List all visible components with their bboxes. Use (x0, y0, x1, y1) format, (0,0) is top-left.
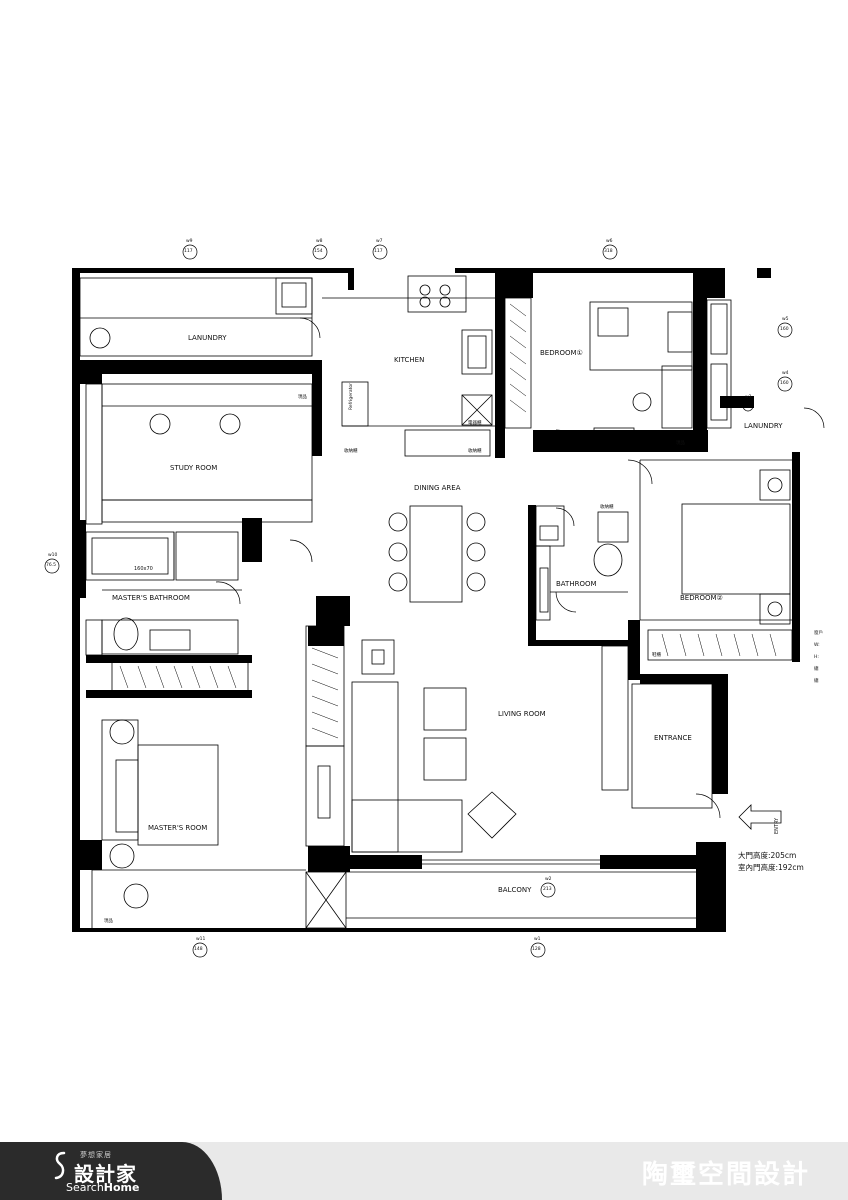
legend-line-5: 總 (814, 677, 819, 684)
label-entrance: ENTRANCE (654, 734, 692, 742)
inner-door-height-note: 室內門高度:192cm (738, 862, 804, 872)
window-w7-dim: 117 (374, 248, 383, 254)
door-notes: 大門高度:205cm 室內門高度:192cm 窗戶 W: H: 總 總 (738, 629, 823, 872)
label-kitchen: KITCHEN (394, 356, 424, 364)
floor-plan: LANUNDRY KITCHEN BEDROOM① LANUNDRY STUDY… (44, 238, 825, 958)
window-w2-dim: 213 (543, 886, 552, 892)
room-labels: LANUNDRY KITCHEN BEDROOM① LANUNDRY STUDY… (112, 334, 783, 894)
tag-storage-dining: 收納櫃 (468, 447, 482, 454)
window-w6-id: w6 (606, 238, 613, 244)
legend-line-3: H: (814, 654, 819, 660)
tag-appliance: 電器櫃 (468, 419, 482, 426)
label-living: LIVING ROOM (498, 710, 546, 718)
label-balcony: BALCONY (498, 886, 532, 894)
tag-storage-bath: 收納櫃 (600, 503, 614, 510)
label-masters-bathroom: MASTER'S BATHROOM (112, 594, 190, 602)
brand-name: 陶璽空間設計 (641, 1160, 810, 1190)
logo-subtitle: 夢想家居 (80, 1151, 112, 1159)
partitions (79, 275, 793, 929)
window-w4-dim: 160 (780, 380, 789, 386)
footer-bar: 夢想家居 設計家 SearchHome 陶璽空間設計 (0, 1142, 848, 1200)
tag-existing-study: 現品 (298, 394, 307, 400)
label-masters-room: MASTER'S ROOM (148, 824, 207, 832)
window-labels: w9 117 w8 154 w7 117 w6 318 w5 160 w4 16… (46, 238, 789, 952)
window-w8-id: w8 (316, 238, 323, 244)
fixture-labels: 160x70 Refrigerator ENTRY 現品 收納櫃 電器櫃 收納櫃… (104, 383, 780, 924)
window-w7-id: w7 (376, 238, 383, 244)
window-w11-id: w11 (196, 936, 206, 942)
window-w4-id: w4 (782, 370, 789, 376)
logo-en-home: Home (103, 1181, 140, 1194)
logo-en-s: S (66, 1181, 73, 1194)
window-w5-dim: 160 (780, 326, 789, 332)
window-w3-id: w3 (745, 394, 752, 400)
entry-label: ENTRY (774, 817, 780, 834)
window-w8-dim: 154 (314, 248, 323, 254)
logo-en-earch: earch (72, 1181, 104, 1194)
window-w9-dim: 117 (184, 248, 193, 254)
label-laundry-main: LANUNDRY (188, 334, 227, 342)
label-bedroom2: BEDROOM② (680, 594, 723, 602)
label-bathroom: BATHROOM (556, 580, 597, 588)
door-height-note: 大門高度:205cm (738, 850, 796, 860)
logo-s-icon (54, 1151, 66, 1180)
legend-line-1: 窗戶 (814, 629, 823, 636)
entry-arrow (738, 804, 782, 830)
window-w1-dim: 128 (532, 946, 541, 952)
label-laundry-side: LANUNDRY (744, 422, 783, 430)
window-w1-id: w1 (534, 936, 541, 942)
tub-size: 160x70 (134, 566, 153, 572)
legend-line-2: W: (814, 642, 820, 648)
window-w10-dim: 76.5 (46, 562, 56, 568)
door-swings (215, 317, 825, 819)
label-dining: DINING AREA (414, 484, 461, 492)
window-w10-id: w10 (48, 552, 58, 558)
window-w9-id: w9 (186, 238, 193, 244)
logo-english: SearchHome (66, 1181, 139, 1194)
window-w6-dim: 318 (604, 248, 613, 254)
window-w5-id: w5 (782, 316, 789, 322)
window-markers (44, 244, 793, 958)
tag-existing-master: 現品 (104, 918, 113, 924)
label-bedroom1: BEDROOM① (540, 349, 583, 357)
tag-existing-bed1: 現品 (676, 440, 685, 446)
refrigerator-label: Refrigerator (348, 383, 354, 410)
window-w2-id: w2 (545, 876, 552, 882)
label-study: STUDY ROOM (170, 464, 217, 472)
window-w11-dim: 148 (194, 946, 203, 952)
tag-shoe: 鞋櫃 (652, 651, 661, 658)
legend-line-4: 總 (814, 665, 819, 672)
walls (72, 268, 800, 932)
wardrobe-hatching (119, 303, 777, 739)
footer-logo-panel: 夢想家居 設計家 SearchHome (0, 1142, 222, 1200)
logo-title: 設計家 (74, 1162, 137, 1186)
tag-storage-kitchen: 收納櫃 (344, 447, 358, 454)
